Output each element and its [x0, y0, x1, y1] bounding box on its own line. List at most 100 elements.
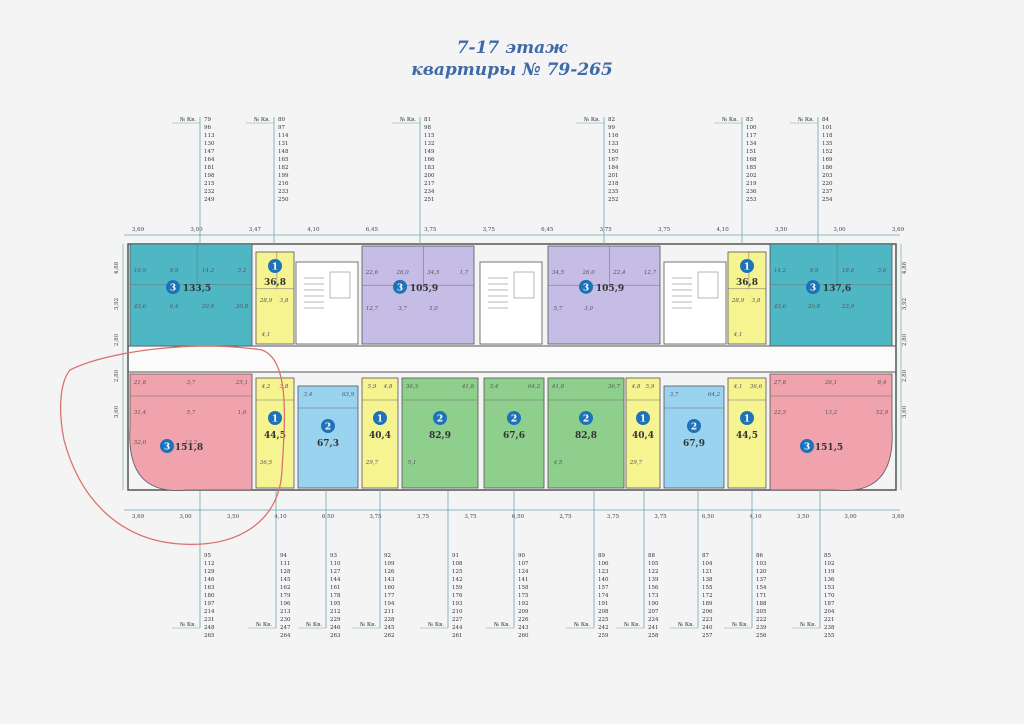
room-area: 9,9: [810, 268, 819, 274]
room-area: 28,9: [259, 298, 273, 304]
rooms-badge: [393, 279, 407, 294]
room-area: 4,8: [383, 384, 393, 390]
apartment-number: 113: [204, 133, 215, 139]
room-area: 26,0: [396, 270, 410, 276]
rooms-badge: [268, 259, 282, 273]
highlight-circle: [60, 345, 286, 546]
apartment-number: 149: [424, 149, 435, 155]
floor-title: 7-17 этаж: [456, 38, 568, 58]
apartment-number: 193: [452, 601, 463, 607]
apartment-number: 183: [424, 165, 435, 171]
apartment-number: 103: [756, 561, 767, 567]
apartment-number: 169: [822, 157, 833, 163]
apartment-number: 115: [424, 133, 435, 139]
apartment-number: 185: [746, 165, 757, 171]
room-area: 34,5: [427, 270, 440, 276]
room-area: 64,2: [708, 392, 721, 398]
apartment-number: 257: [702, 633, 713, 639]
apartment-number: 88: [648, 553, 655, 559]
bottom-dimension: 4,10: [749, 514, 762, 520]
room-area: 5,9: [368, 384, 377, 390]
top-dimension: 3,00: [190, 227, 203, 233]
apartment-number: 129: [204, 569, 215, 575]
room-area: 21,8: [133, 380, 147, 386]
apartment-number: 137: [756, 577, 767, 583]
apartment-number: 80: [278, 117, 285, 123]
apartment-number: 176: [452, 593, 463, 599]
apartment-number: 209: [518, 609, 529, 615]
top-dimension: 3,75: [483, 227, 496, 233]
apartment-number: 203: [822, 173, 833, 179]
left-dimension: 2,80: [114, 369, 120, 382]
bottom-dimension: 3,69: [892, 514, 905, 520]
room-area: 10,9: [134, 268, 147, 274]
apartment-number: 166: [424, 157, 435, 163]
apartment-number: 79: [204, 117, 211, 123]
apartment-number: 243: [518, 625, 529, 631]
rooms-count: 1: [272, 415, 278, 425]
apartment-number: 112: [204, 561, 215, 567]
apartment-number: 231: [204, 617, 215, 623]
apartment-number: 261: [452, 633, 463, 639]
bottom-dimension: 3,00: [179, 514, 192, 520]
kv-label: № Кв.: [256, 622, 272, 628]
apartment-number: 182: [278, 165, 289, 171]
room-area: 3,0: [584, 306, 593, 312]
room-area: 4,2: [261, 384, 271, 390]
apartment-number: 211: [384, 609, 395, 615]
bottom-dimension: 6,50: [702, 514, 715, 520]
apartment-number: 140: [598, 577, 609, 583]
rooms-count: 1: [640, 415, 646, 425]
room-area: 3,4: [490, 384, 499, 390]
top-dimension: 3,47: [249, 227, 262, 233]
rooms-count: 1: [744, 263, 750, 273]
apartment-number: 222: [756, 617, 767, 623]
bottom-dimension: 3,75: [417, 514, 430, 520]
right-dimension: 4,88: [902, 261, 908, 274]
kv-label: № Кв.: [494, 622, 510, 628]
apartment-number: 86: [756, 553, 763, 559]
apartment-number: 189: [702, 601, 713, 607]
apartment-number: 152: [822, 149, 833, 155]
room-area: 26,0: [582, 270, 596, 276]
apartment-number: 121: [702, 569, 713, 575]
apartment-number: 100: [746, 125, 757, 131]
apartment-number: 91: [452, 553, 459, 559]
apartment-number: 159: [452, 585, 463, 591]
rooms-count: 3: [170, 284, 176, 294]
apartment-number: 172: [702, 593, 713, 599]
room-area: 36,3: [406, 384, 419, 390]
bottom-dimension: 3,50: [227, 514, 240, 520]
apartment-number: 116: [608, 133, 619, 139]
rooms-badge: [321, 419, 335, 433]
top-dimension: 6,45: [366, 227, 379, 233]
apartment-number: 165: [278, 157, 289, 163]
apartment-number: 249: [204, 197, 215, 203]
room-area: 3,7: [670, 392, 679, 398]
room-area: 5,7: [554, 306, 563, 312]
room-area: 25,1: [235, 380, 248, 386]
apartment-number: 108: [452, 561, 463, 567]
bottom-dimension: 3,50: [797, 514, 810, 520]
room-area: 4,5: [553, 460, 563, 466]
apartment-number: 133: [608, 141, 619, 147]
apartment-number: 233: [278, 189, 289, 195]
rooms-badge: [579, 279, 593, 294]
stairwell-3: [663, 261, 727, 345]
room-area: 4,1: [733, 332, 743, 338]
kv-label: № Кв.: [428, 622, 444, 628]
room-area: 14,2: [774, 268, 787, 274]
room-area: 43,6: [773, 304, 787, 310]
apartment-number: 232: [204, 189, 215, 195]
apartment-number: 196: [280, 601, 291, 607]
unit-fill: [483, 377, 545, 489]
